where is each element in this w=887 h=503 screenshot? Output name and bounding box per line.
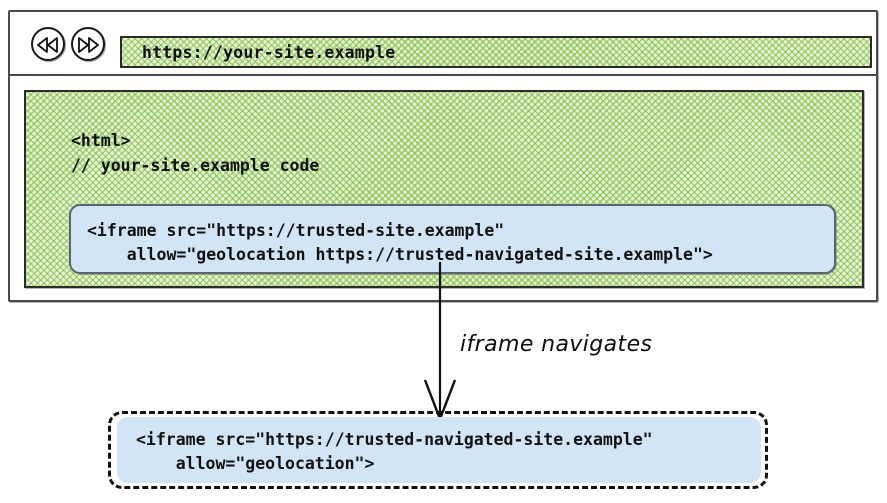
browser-window: https://your-site.example <html> // your… bbox=[8, 10, 878, 302]
browser-chrome-bar: https://your-site.example bbox=[10, 12, 876, 76]
back-button[interactable] bbox=[31, 27, 65, 61]
iframe-embed-box: <iframe src="https://trusted-site.exampl… bbox=[69, 204, 836, 274]
navigated-iframe-code: <iframe src="https://trusted-navigated-s… bbox=[136, 430, 653, 473]
navigated-iframe-box bbox=[117, 417, 761, 483]
rewind-icon bbox=[37, 37, 58, 53]
host-page-code: <html> // your-site.example code bbox=[71, 131, 320, 175]
navigated-iframe-dashed-border bbox=[108, 411, 768, 489]
page-content-area: <html> // your-site.example code <iframe… bbox=[24, 90, 864, 288]
fast-forward-icon bbox=[78, 37, 99, 53]
forward-button[interactable] bbox=[71, 27, 105, 61]
navigation-annotation-label: iframe navigates bbox=[460, 332, 653, 357]
url-bar[interactable]: https://your-site.example bbox=[120, 36, 872, 68]
url-text: https://your-site.example bbox=[142, 42, 396, 62]
iframe-embed-code: <iframe src="https://trusted-site.exampl… bbox=[87, 221, 713, 264]
